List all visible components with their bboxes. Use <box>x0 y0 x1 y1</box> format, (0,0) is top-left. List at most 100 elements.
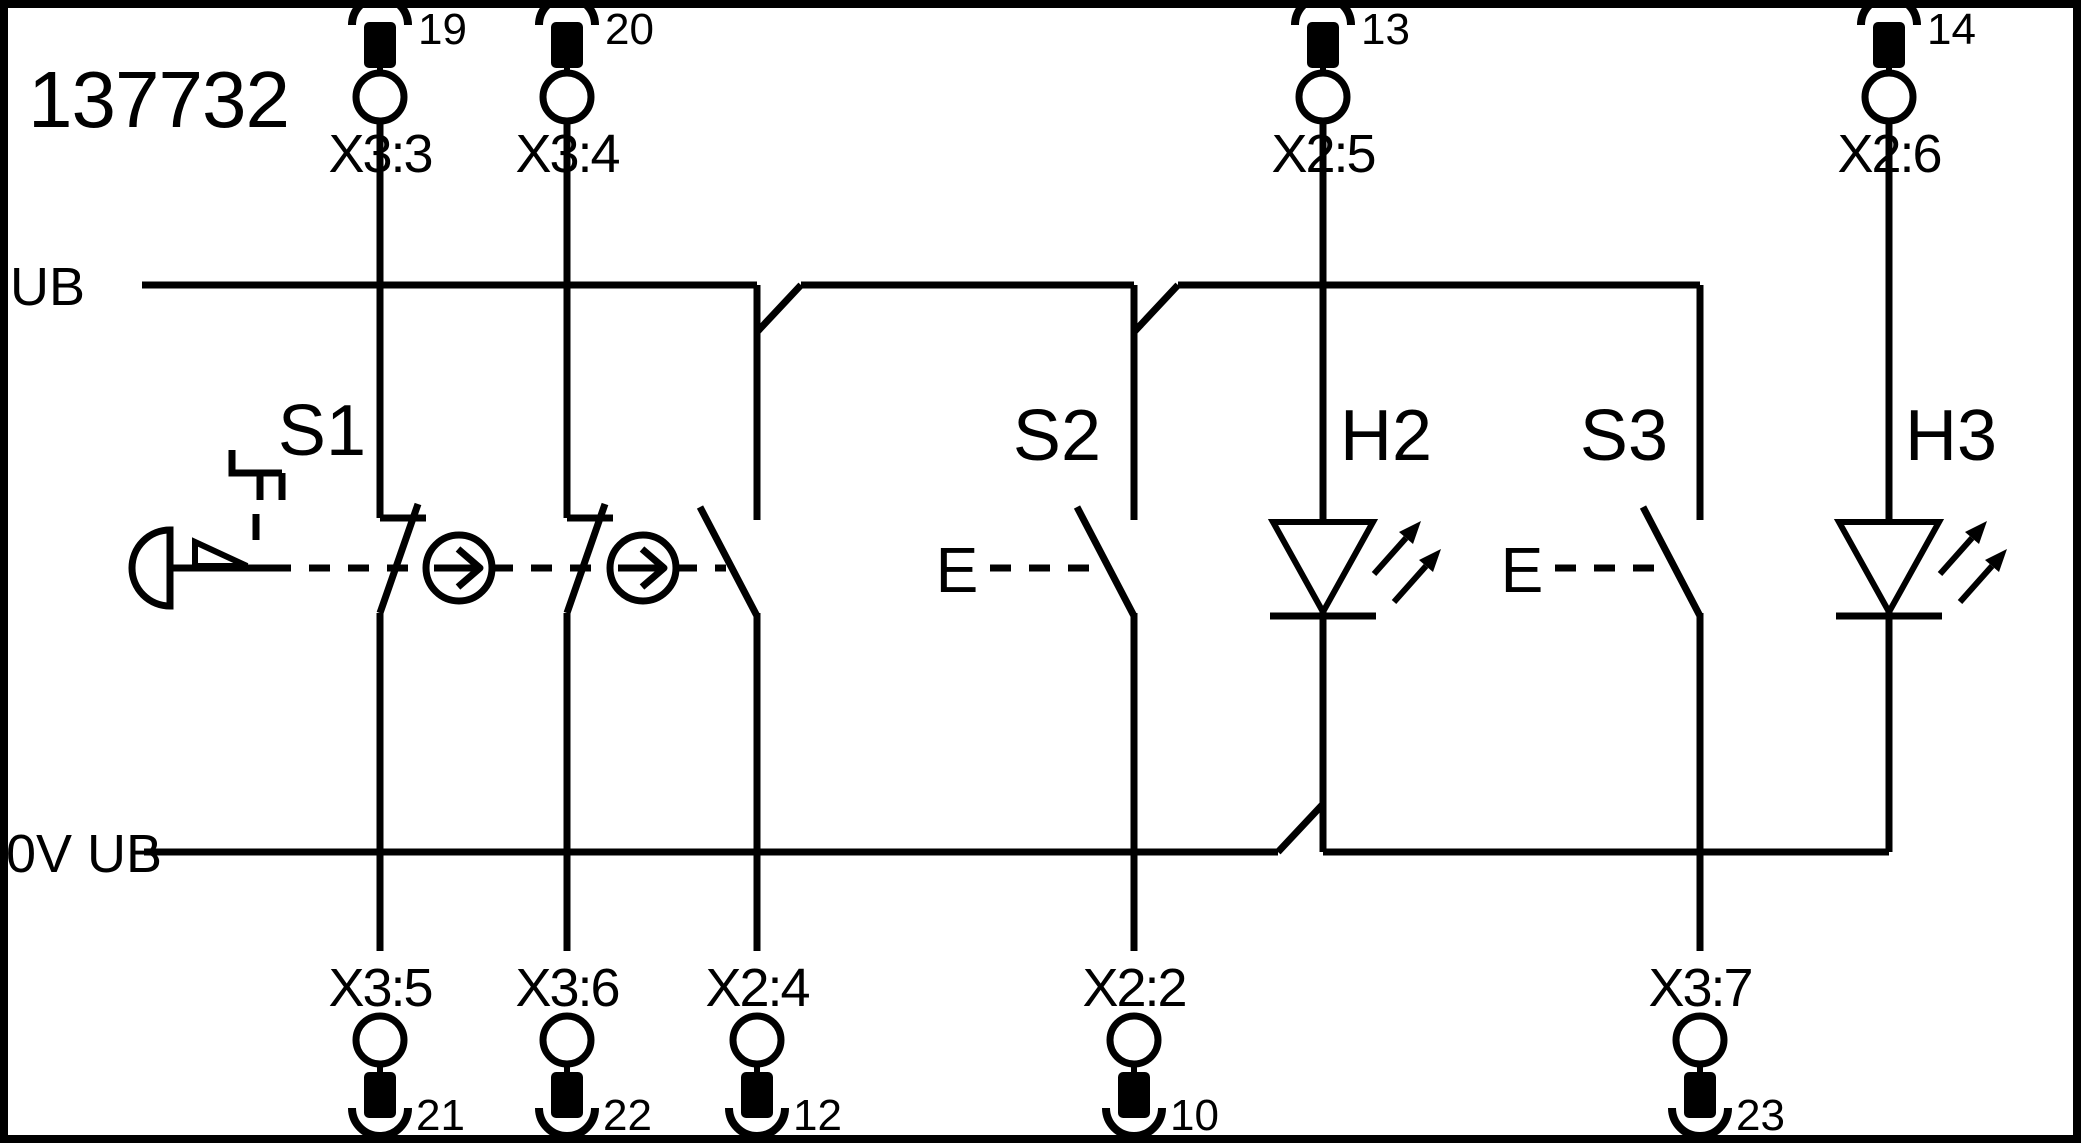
s2-label: S2 <box>1013 396 1101 476</box>
terminal-label: X3:6 <box>515 958 618 1018</box>
s2-switch: S2 E <box>936 396 1138 618</box>
plug-pin-icon <box>364 22 396 68</box>
pin-number: 19 <box>418 5 467 54</box>
s3-switch: S3 E <box>1501 396 1704 618</box>
terminal-label: X3:4 <box>515 124 619 184</box>
s3-no-contact-blade <box>1639 505 1704 618</box>
h2-lamp: H2 <box>1267 396 1441 620</box>
s1-switch: S1 <box>128 391 761 618</box>
plug-pin-icon <box>1873 22 1905 68</box>
no-contact-1-blade <box>696 505 761 618</box>
socket-circle <box>539 69 595 125</box>
rail-0v-jog <box>1275 801 1326 855</box>
pin-number: 23 <box>1736 1091 1785 1140</box>
plug-arc-icon <box>535 0 599 26</box>
pin-number: 20 <box>605 5 654 54</box>
direction-arrow-circle-1 <box>422 531 496 605</box>
socket-circle <box>539 1012 595 1068</box>
s3-label: S3 <box>1580 396 1668 476</box>
h3-led-triangle <box>1833 519 1945 619</box>
pin-number: 12 <box>793 1091 842 1140</box>
socket-circle <box>1106 1012 1162 1068</box>
h2-arrow-2-shaft <box>1391 564 1429 604</box>
h3-label: H3 <box>1905 396 1997 476</box>
h2-led-triangle <box>1267 519 1379 619</box>
pin-number: 21 <box>416 1091 465 1140</box>
plug-pin-icon <box>741 1072 773 1118</box>
s3-actuation-label: E <box>1501 534 1544 606</box>
socket-circle <box>1861 69 1917 125</box>
h3-arrow-1-head <box>1965 521 1987 544</box>
s2-no-contact-blade <box>1073 505 1138 618</box>
plug-arc-icon <box>725 1107 789 1140</box>
socket-circle <box>352 69 408 125</box>
lever-icon <box>192 537 249 569</box>
socket-circle <box>1672 1012 1728 1068</box>
h3-lamp: H3 <box>1833 396 2007 620</box>
plug-arc-icon <box>1857 0 1921 26</box>
rail-ub-jog-1 <box>754 282 804 335</box>
h2-light-arrows <box>1371 521 1441 604</box>
terminal-bottom-x35: X3:5 21 <box>328 958 465 1140</box>
plug-pin-icon <box>551 1072 583 1118</box>
terminal-top-x33: 19 X3:3 <box>328 0 467 184</box>
plug-arc-icon <box>535 1107 599 1140</box>
plug-arc-icon <box>1102 1107 1166 1140</box>
s1-label: S1 <box>278 391 366 471</box>
plug-arc-icon <box>1291 0 1355 26</box>
drawing-number: 137732 <box>28 55 289 144</box>
rail-ub: UB <box>10 257 1700 335</box>
terminal-label: X2:6 <box>1837 124 1940 184</box>
socket-circle <box>352 1012 408 1068</box>
rail-0v: 0V UB <box>6 801 1889 884</box>
h3-arrow-2-head <box>1985 549 2007 572</box>
plug-arc-icon <box>348 1107 412 1140</box>
plug-arc-icon <box>348 0 412 26</box>
h2-label: H2 <box>1340 396 1432 476</box>
socket-circle <box>729 1012 785 1068</box>
terminal-top-x25: 13 X2:5 <box>1271 0 1410 184</box>
detent-icon <box>228 450 286 500</box>
terminal-bottom-x24: X2:4 12 <box>705 958 842 1140</box>
rail-0v-label: 0V UB <box>6 824 162 884</box>
terminal-label: X2:2 <box>1082 958 1185 1018</box>
nc-contact-1-blade <box>376 502 422 615</box>
nc-contact-2-blade <box>563 502 609 615</box>
plug-pin-icon <box>1307 22 1339 68</box>
plug-pin-icon <box>364 1072 396 1118</box>
terminal-label: X3:5 <box>328 958 431 1018</box>
direction-arrow-circle-2 <box>606 531 680 605</box>
h3-arrow-1-shaft <box>1937 536 1975 576</box>
mushroom-button-icon <box>128 526 174 610</box>
nc-contact-1 <box>376 502 426 615</box>
terminal-label: X3:7 <box>1648 958 1751 1018</box>
plug-pin-icon <box>1684 1072 1716 1118</box>
terminal-label: X2:4 <box>705 958 809 1018</box>
terminal-label: X2:5 <box>1271 124 1374 184</box>
h2-arrow-1-shaft <box>1371 536 1409 576</box>
nc-contact-2 <box>563 502 613 615</box>
s2-actuation-label: E <box>936 534 979 606</box>
socket-circle <box>1295 69 1351 125</box>
rail-ub-jog-2 <box>1131 282 1181 335</box>
plug-arc-icon <box>1668 1107 1732 1140</box>
direction-arrow-2-head <box>639 546 668 590</box>
pin-number: 14 <box>1927 5 1976 54</box>
terminal-label: X3:3 <box>328 124 431 184</box>
terminal-bottom-x37: X3:7 23 <box>1648 958 1785 1140</box>
direction-arrow-1-head <box>455 546 484 590</box>
terminal-bottom-x36: X3:6 22 <box>515 958 652 1140</box>
h2-arrow-2-head <box>1419 549 1441 572</box>
pin-number: 10 <box>1170 1091 1219 1140</box>
terminal-bottom-x22: X2:2 10 <box>1082 958 1219 1140</box>
pin-number: 13 <box>1361 5 1410 54</box>
plug-pin-icon <box>1118 1072 1150 1118</box>
rail-ub-label: UB <box>10 257 85 317</box>
h2-arrow-1-head <box>1399 521 1421 544</box>
plug-pin-icon <box>551 22 583 68</box>
pin-number: 22 <box>603 1091 652 1140</box>
terminal-top-x34: 20 X3:4 <box>515 0 654 184</box>
